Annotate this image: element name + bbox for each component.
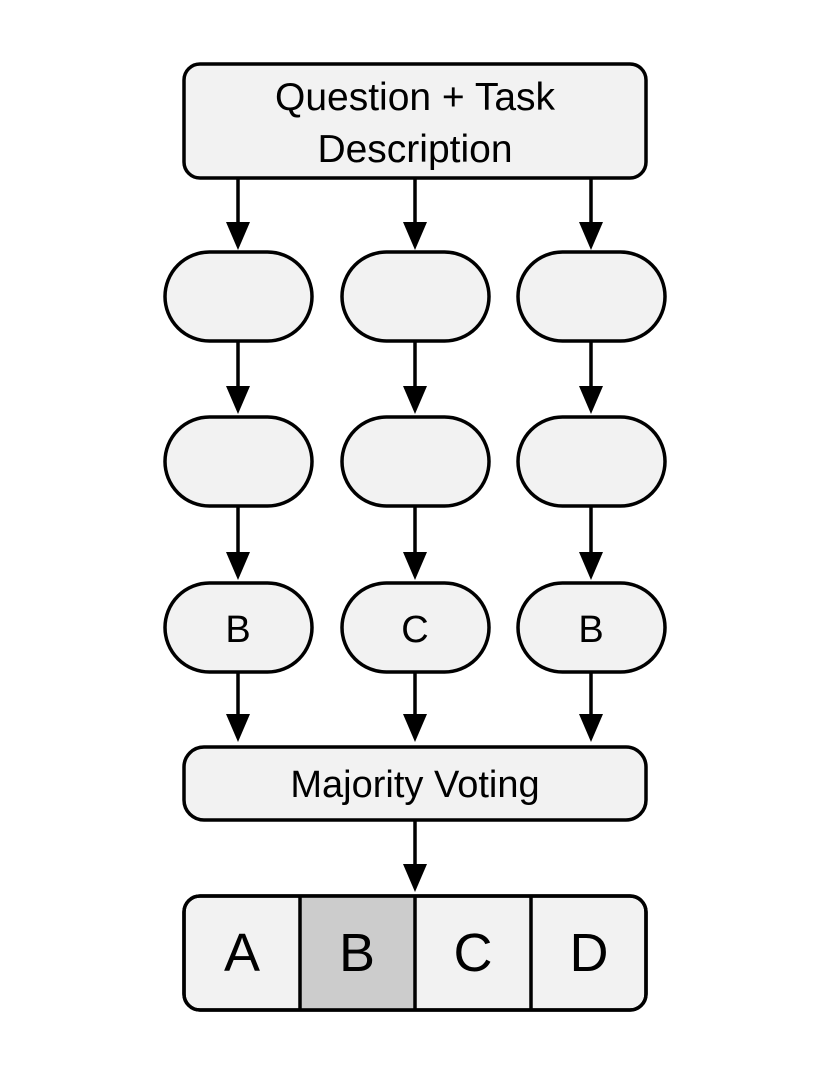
path-2-answer: C [401,609,428,651]
arrowhead-input-path-2 [403,222,427,250]
arrowhead-path-1-step-2-3 [226,552,250,580]
arrowhead-path-2-step-1-2 [403,386,427,414]
option-d: D [570,923,609,983]
path-1-step-2 [163,415,314,508]
options-frame-outline [182,894,648,1012]
path-1-answer: B [225,609,250,651]
reasoning-row-3: B C B [163,581,667,674]
majority-voting-label: Majority Voting [290,764,539,806]
input-arrows [226,178,603,250]
path-3-answer: B [578,609,603,651]
path-2-step-1 [340,250,491,343]
arrowhead-vote-options [403,864,427,892]
majority-voting-box: Majority Voting [182,745,648,822]
input-box: Question + Task Description [182,62,648,180]
option-c: C [454,923,493,983]
path-2-step-2 [340,415,491,508]
option-a: A [224,923,260,983]
row-2-arrows [226,506,603,580]
input-line-1: Question + Task [275,76,556,119]
answer-options: A B C D [182,894,648,1012]
option-b: B [339,923,375,983]
arrowhead-path-2-vote [403,714,427,742]
arrowhead-path-1-vote [226,714,250,742]
arrowhead-path-3-step-1-2 [579,386,603,414]
arrowhead-input-path-1 [226,222,250,250]
input-line-2: Description [317,128,512,171]
row-1-arrows [226,341,603,414]
arrowhead-input-path-3 [579,222,603,250]
path-3-step-2 [516,415,667,508]
vote-arrow [403,820,427,892]
option-b-highlight [300,897,415,1009]
path-1-step-1 [163,250,314,343]
reasoning-row-2 [163,415,667,508]
arrowhead-path-3-vote [579,714,603,742]
arrowhead-path-2-step-2-3 [403,552,427,580]
reasoning-row-1 [163,250,667,343]
arrowhead-path-3-step-2-3 [579,552,603,580]
path-3-step-1 [516,250,667,343]
arrowhead-path-1-step-1-2 [226,386,250,414]
row-3-arrows [226,672,603,742]
